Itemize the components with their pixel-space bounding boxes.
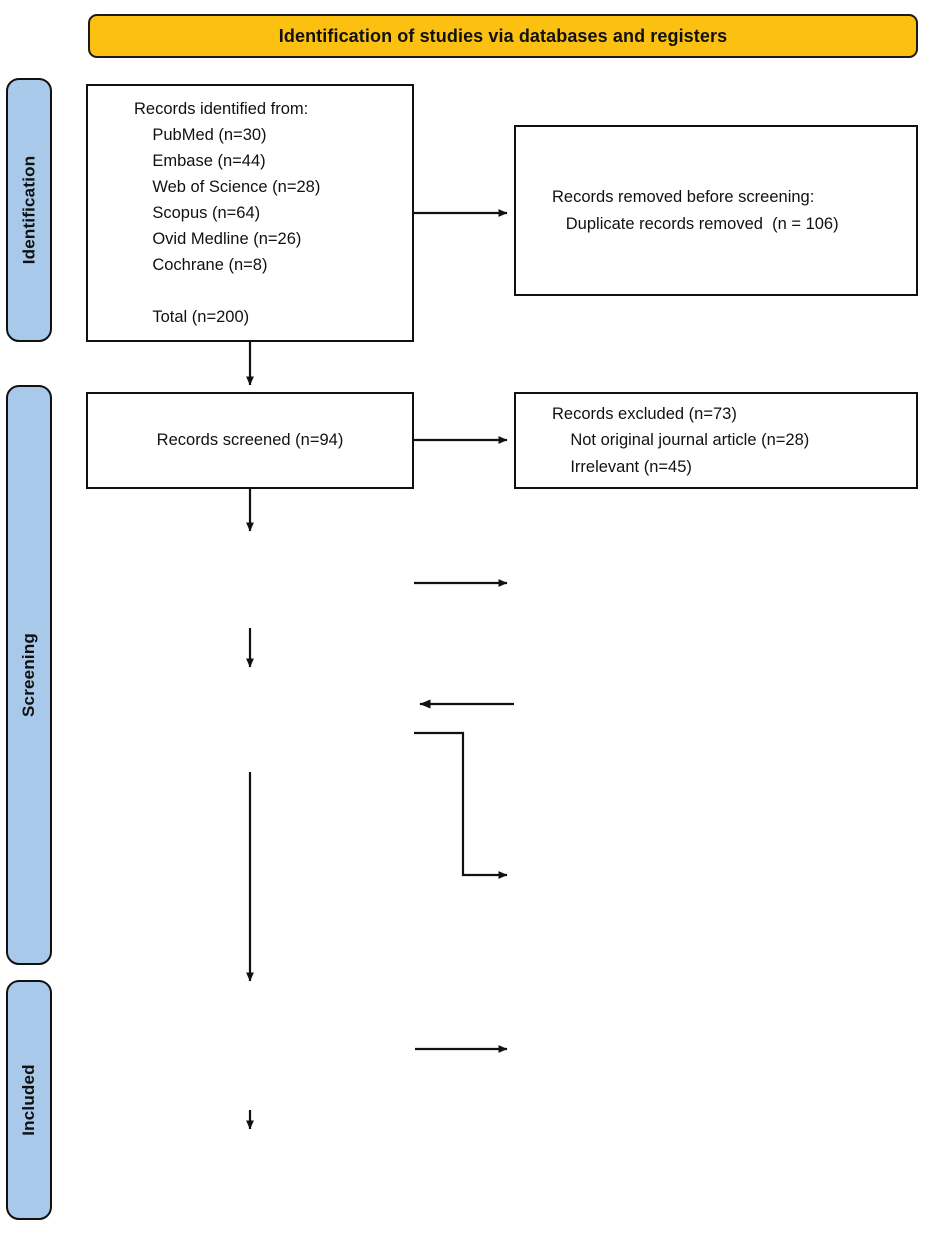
stage-label-included: Included <box>19 1064 38 1136</box>
box-records-excluded-screening-text: Records excluded (n=73) Not original jou… <box>552 405 810 476</box>
box-records-identified: Records identified from: PubMed (n=30) E… <box>86 84 414 342</box>
diagram-header-banner: Identification of studies via databases … <box>88 14 918 58</box>
box-records-excluded-screening: Records excluded (n=73) Not original jou… <box>514 392 918 489</box>
stage-tab-identification: Identification <box>6 78 52 342</box>
diagram-title: Identification of studies via databases … <box>278 25 728 46</box>
stage-tab-screening: Screening <box>6 385 52 965</box>
box-records-screened-text: Records screened (n=94) <box>156 431 344 450</box>
box-records-removed-text: Records removed before screening: Duplic… <box>552 188 839 233</box>
stage-label-screening: Screening <box>19 633 38 717</box>
stage-tab-included: Included <box>6 980 52 1220</box>
box-records-removed: Records removed before screening: Duplic… <box>514 125 918 296</box>
box-records-identified-text: Records identified from: PubMed (n=30) E… <box>134 99 321 327</box>
stage-label-identification: Identification <box>19 155 39 265</box>
box-records-screened: Records screened (n=94) <box>86 392 414 489</box>
